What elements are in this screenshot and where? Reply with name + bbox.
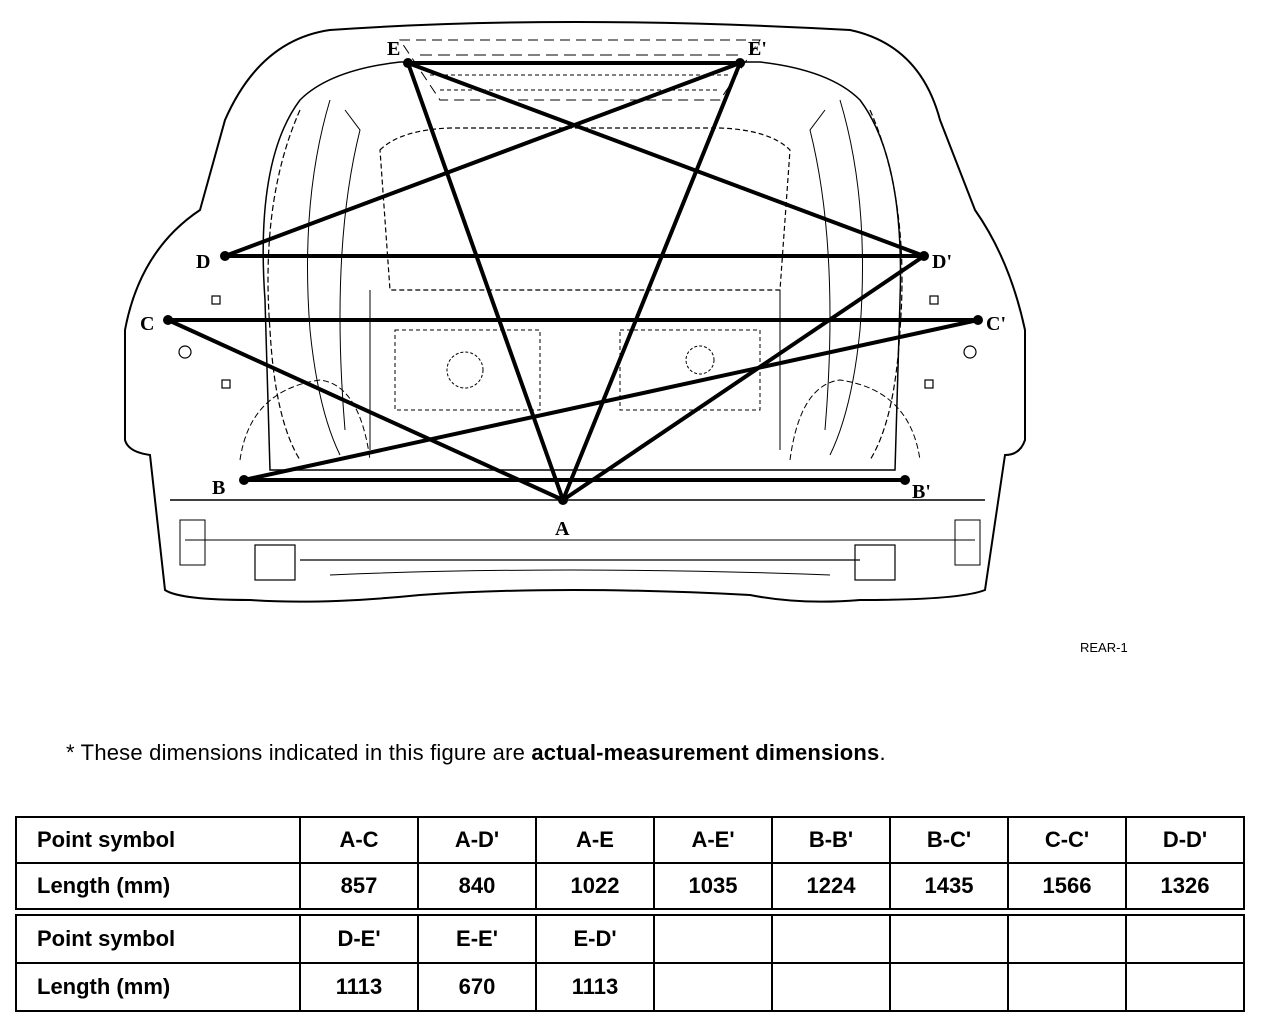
line-D-E-prime — [223, 61, 742, 258]
figure-code: REAR-1 — [1080, 640, 1128, 655]
table-cell: C-C' — [1007, 816, 1127, 864]
table-cell: 1224 — [771, 862, 891, 910]
label-E-prime: E' — [748, 38, 767, 60]
table-cell: 1113 — [535, 962, 655, 1012]
label-D: D — [196, 251, 210, 273]
point-symbol-header: Point symbol — [15, 914, 301, 964]
table-cell: B-B' — [771, 816, 891, 864]
label-B-prime: B' — [912, 481, 931, 503]
table-cell: E-E' — [417, 914, 537, 964]
line-A-D-prime — [561, 254, 926, 502]
table-cell — [1125, 914, 1245, 964]
measurement-lines — [166, 61, 980, 502]
table-cell — [889, 962, 1009, 1012]
vehicle-rear-outline — [124, 21, 1026, 603]
dimensions-note: * These dimensions indicated in this fig… — [66, 740, 886, 766]
table-cell — [771, 962, 891, 1012]
table-row: Length (mm) 857 840 1022 1035 1224 1435 … — [15, 862, 1245, 910]
table-cell: 840 — [417, 862, 537, 910]
length-header: Length (mm) — [15, 862, 301, 910]
table-cell: 1326 — [1125, 862, 1245, 910]
table-cell — [1007, 962, 1127, 1012]
line-B-C-prime — [242, 318, 980, 482]
rear-body-diagram: E E' D D' C C' B B' A — [124, 21, 1026, 603]
table-cell: A-C — [299, 816, 419, 864]
point-labels: E E' D D' C C' B B' A — [140, 38, 1006, 540]
length-header: Length (mm) — [15, 962, 301, 1012]
table-cell: 1435 — [889, 862, 1009, 910]
label-C: C — [140, 313, 154, 335]
table-row: Length (mm) 1113 670 1113 — [15, 962, 1245, 1012]
label-E: E — [387, 38, 400, 60]
measurement-points — [163, 58, 983, 505]
note-emphasis: actual-measurement dimensions — [531, 740, 880, 765]
table-cell — [1125, 962, 1245, 1012]
line-A-E-prime — [561, 61, 742, 502]
table-cell — [889, 914, 1009, 964]
table-cell — [653, 962, 773, 1012]
table-cell: 1566 — [1007, 862, 1127, 910]
line-A-E — [406, 61, 565, 502]
table-row: Point symbol D-E' E-E' E-D' — [15, 914, 1245, 964]
table-cell: D-D' — [1125, 816, 1245, 864]
note-prefix: * These dimensions indicated in this fig… — [66, 740, 532, 765]
dimensions-table-2: Point symbol D-E' E-E' E-D' Length (mm) … — [15, 914, 1245, 1012]
table-cell: 670 — [417, 962, 537, 1012]
table-cell: 1113 — [299, 962, 419, 1012]
table-cell: 1035 — [653, 862, 773, 910]
table-cell: D-E' — [299, 914, 419, 964]
table-row: Point symbol A-C A-D' A-E A-E' B-B' B-C'… — [15, 816, 1245, 864]
table-cell: A-D' — [417, 816, 537, 864]
table-cell — [771, 914, 891, 964]
point-symbol-header: Point symbol — [15, 816, 301, 864]
label-C-prime: C' — [986, 313, 1006, 335]
table-cell: A-E — [535, 816, 655, 864]
table-cell: 857 — [299, 862, 419, 910]
table-cell: E-D' — [535, 914, 655, 964]
table-cell — [1007, 914, 1127, 964]
table-cell — [653, 914, 773, 964]
label-D-prime: D' — [932, 251, 952, 273]
line-E-D-prime — [406, 61, 926, 258]
dimensions-table-1: Point symbol A-C A-D' A-E A-E' B-B' B-C'… — [15, 816, 1245, 910]
line-A-C — [166, 318, 565, 502]
table-cell: A-E' — [653, 816, 773, 864]
note-suffix: . — [879, 740, 886, 765]
table-cell: 1022 — [535, 862, 655, 910]
label-B: B — [212, 477, 225, 499]
label-A: A — [555, 518, 570, 540]
table-cell: B-C' — [889, 816, 1009, 864]
